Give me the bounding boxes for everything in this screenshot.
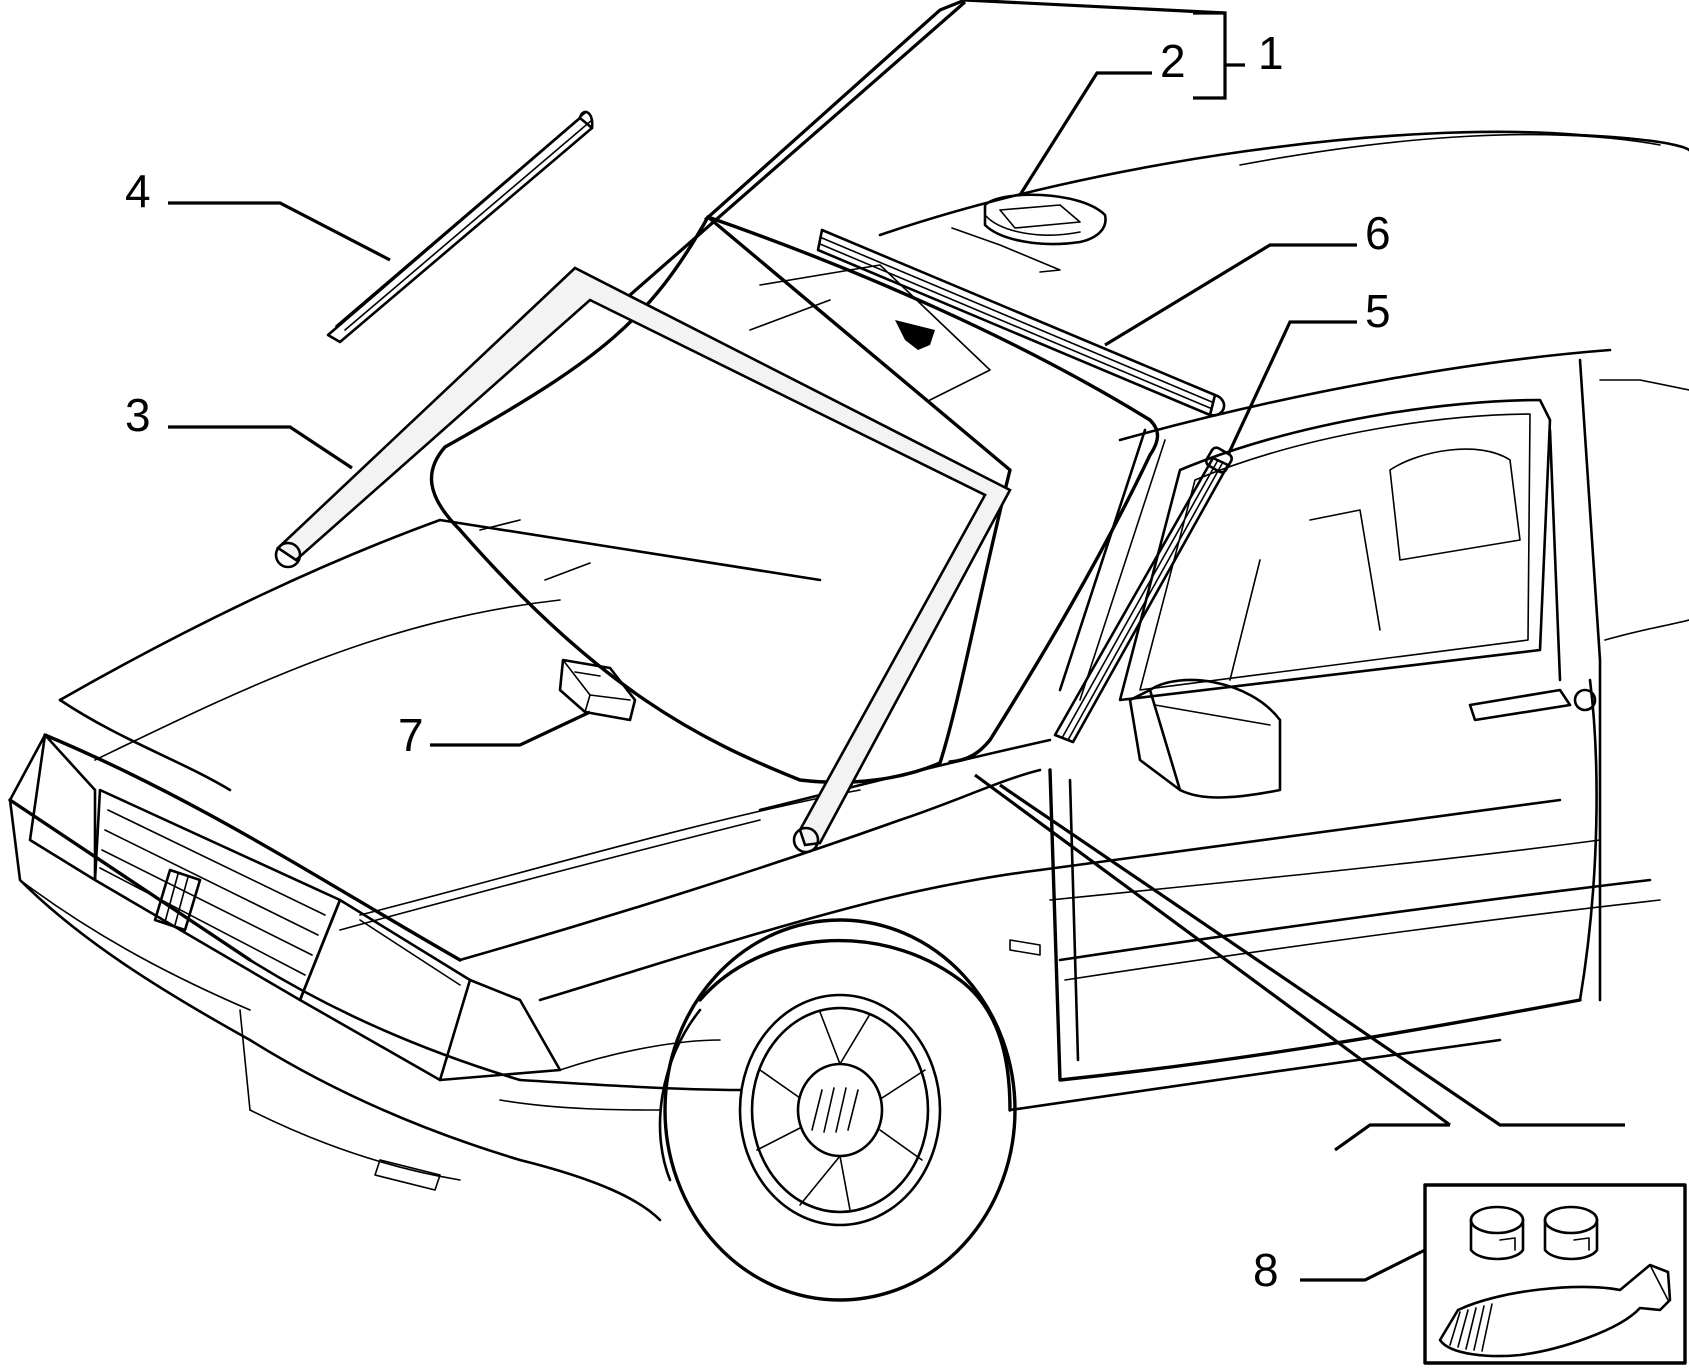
callout-3: 3 <box>125 389 151 441</box>
callout-2: 2 <box>1160 35 1186 87</box>
part-2-sensor <box>951 193 1107 273</box>
part-4-moulding <box>326 110 594 344</box>
part-7-bracket <box>558 658 637 722</box>
callout-8: 8 <box>1253 1244 1279 1296</box>
callout-4: 4 <box>125 165 151 217</box>
part-5-pillar-moulding <box>1053 446 1233 744</box>
callout-1: 1 <box>1258 27 1284 79</box>
part-1-windscreen <box>706 215 1160 764</box>
leader-lines <box>168 0 1625 1282</box>
part-6-roof-moulding <box>816 228 1226 417</box>
car-body <box>8 130 1689 1302</box>
callout-5: 5 <box>1365 285 1391 337</box>
part-8-adhesive-kit <box>1423 1183 1687 1365</box>
callout-6: 6 <box>1365 207 1391 259</box>
callout-7: 7 <box>398 709 424 761</box>
part-3-windscreen-seal <box>274 215 1012 854</box>
